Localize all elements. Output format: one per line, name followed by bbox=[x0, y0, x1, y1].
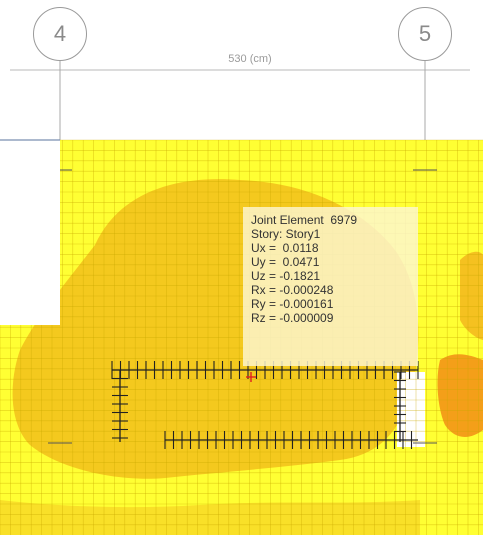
tooltip-line-story: Story: Story1 bbox=[251, 227, 321, 241]
tooltip-line-rx: Rx = -0.000248 bbox=[251, 283, 334, 297]
tooltip-line-joint: Joint Element 6979 bbox=[251, 213, 358, 227]
joint-info-tooltip: Joint Element 6979 Story: Story1 Ux = 0.… bbox=[243, 207, 418, 366]
tooltip-line-uz: Uz = -0.1821 bbox=[251, 269, 321, 283]
wall-supports bbox=[48, 169, 437, 449]
grid-bubble-4[interactable]: 4 bbox=[33, 7, 87, 61]
tooltip-line-rz: Rz = -0.000009 bbox=[251, 311, 334, 325]
dimension-label: 530 (cm) bbox=[228, 53, 272, 65]
contour-region-gold-lower bbox=[0, 500, 420, 535]
grid-bubble-label: 5 bbox=[418, 21, 432, 46]
selected-joint-marker bbox=[246, 372, 256, 382]
tooltip-line-ux: Ux = 0.0118 bbox=[251, 241, 319, 255]
grid-bubble-label: 4 bbox=[53, 21, 67, 46]
contour-region-orange bbox=[437, 354, 483, 437]
slab-void-left bbox=[0, 140, 60, 325]
grid-bubble-5[interactable]: 5 bbox=[398, 7, 452, 61]
tooltip-line-ry: Ry = -0.000161 bbox=[251, 297, 334, 311]
tooltip-line-uy: Uy = 0.0471 bbox=[251, 255, 320, 269]
